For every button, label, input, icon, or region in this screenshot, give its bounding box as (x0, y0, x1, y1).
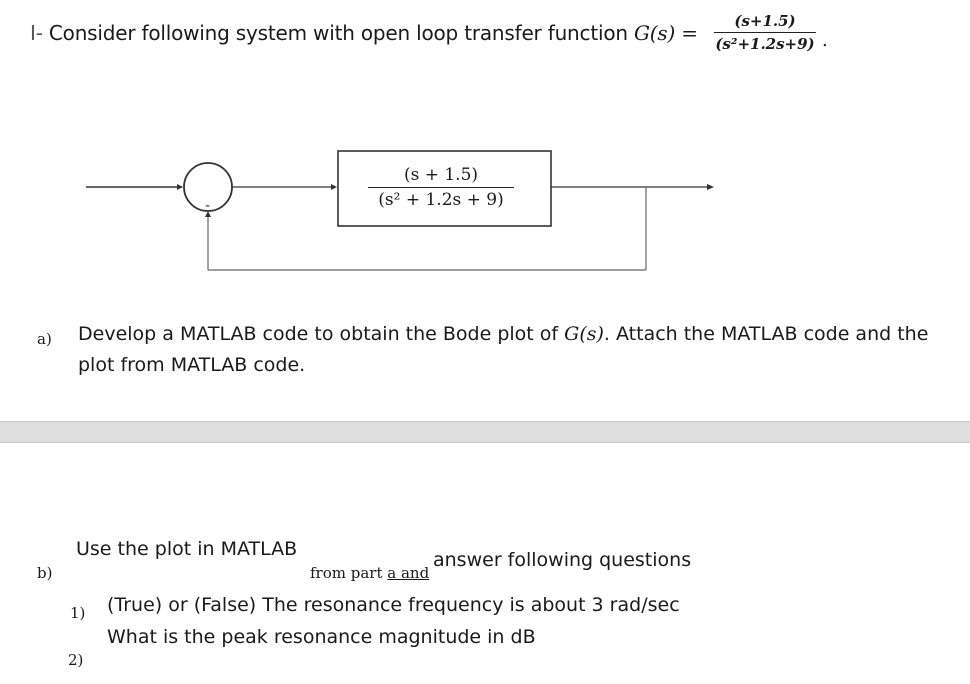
part-a-text-post: . Attach the MATLAB code and the plot fr… (78, 323, 929, 376)
summing-junction-sign: - (205, 198, 210, 214)
question-marker: I- (30, 21, 43, 45)
question-heading: I- Consider following system with open l… (30, 21, 698, 45)
question-1-number: 1) (70, 604, 86, 622)
part-a-text-pre: Develop a MATLAB code to obtain the Bode… (78, 323, 565, 345)
transfer-function-name: G(s) (634, 21, 676, 45)
part-b-from-link: a and (387, 564, 430, 582)
block-fraction-bar (368, 187, 514, 188)
transfer-function-fraction: (s+1.5) (s²+1.2s+9) (714, 12, 816, 53)
transfer-function-block (337, 150, 552, 227)
transfer-function-trailing-dot: . (822, 30, 828, 51)
block-denominator: (s² + 1.2s + 9) (378, 190, 504, 210)
part-b-label: b) (37, 564, 53, 582)
feedback-arrowhead (205, 211, 211, 217)
part-b-answer-text: answer following questions (433, 549, 692, 571)
part-a-func: G(s) (564, 323, 604, 345)
part-b-intro: Use the plot in MATLAB (76, 538, 298, 560)
question-1-text: (True) or (False) The resonance frequenc… (107, 594, 680, 616)
transfer-function-denominator: (s²+1.2s+9) (715, 35, 815, 53)
fraction-bar (714, 32, 816, 33)
question-2-text: What is the peak resonance magnitude in … (107, 626, 536, 648)
error-arrowhead (331, 184, 337, 190)
part-b-from-prefix: from part (310, 564, 388, 582)
part-b-from-part: from part a and (310, 564, 429, 582)
part-a-label: a) (37, 330, 52, 348)
part-a-text: Develop a MATLAB code to obtain the Bode… (78, 319, 958, 381)
equals-sign: = (681, 21, 698, 45)
page-divider-band (0, 421, 970, 443)
output-arrowhead (707, 184, 714, 190)
question-intro: Consider following system with open loop… (48, 21, 634, 45)
block-numerator: (s + 1.5) (403, 165, 479, 185)
transfer-function-numerator: (s+1.5) (734, 12, 796, 30)
question-2-number: 2) (68, 651, 84, 669)
block-diagram: - (86, 150, 714, 271)
input-arrowhead (177, 184, 183, 190)
block-transfer-fraction: (s + 1.5) (s² + 1.2s + 9) (368, 165, 514, 210)
